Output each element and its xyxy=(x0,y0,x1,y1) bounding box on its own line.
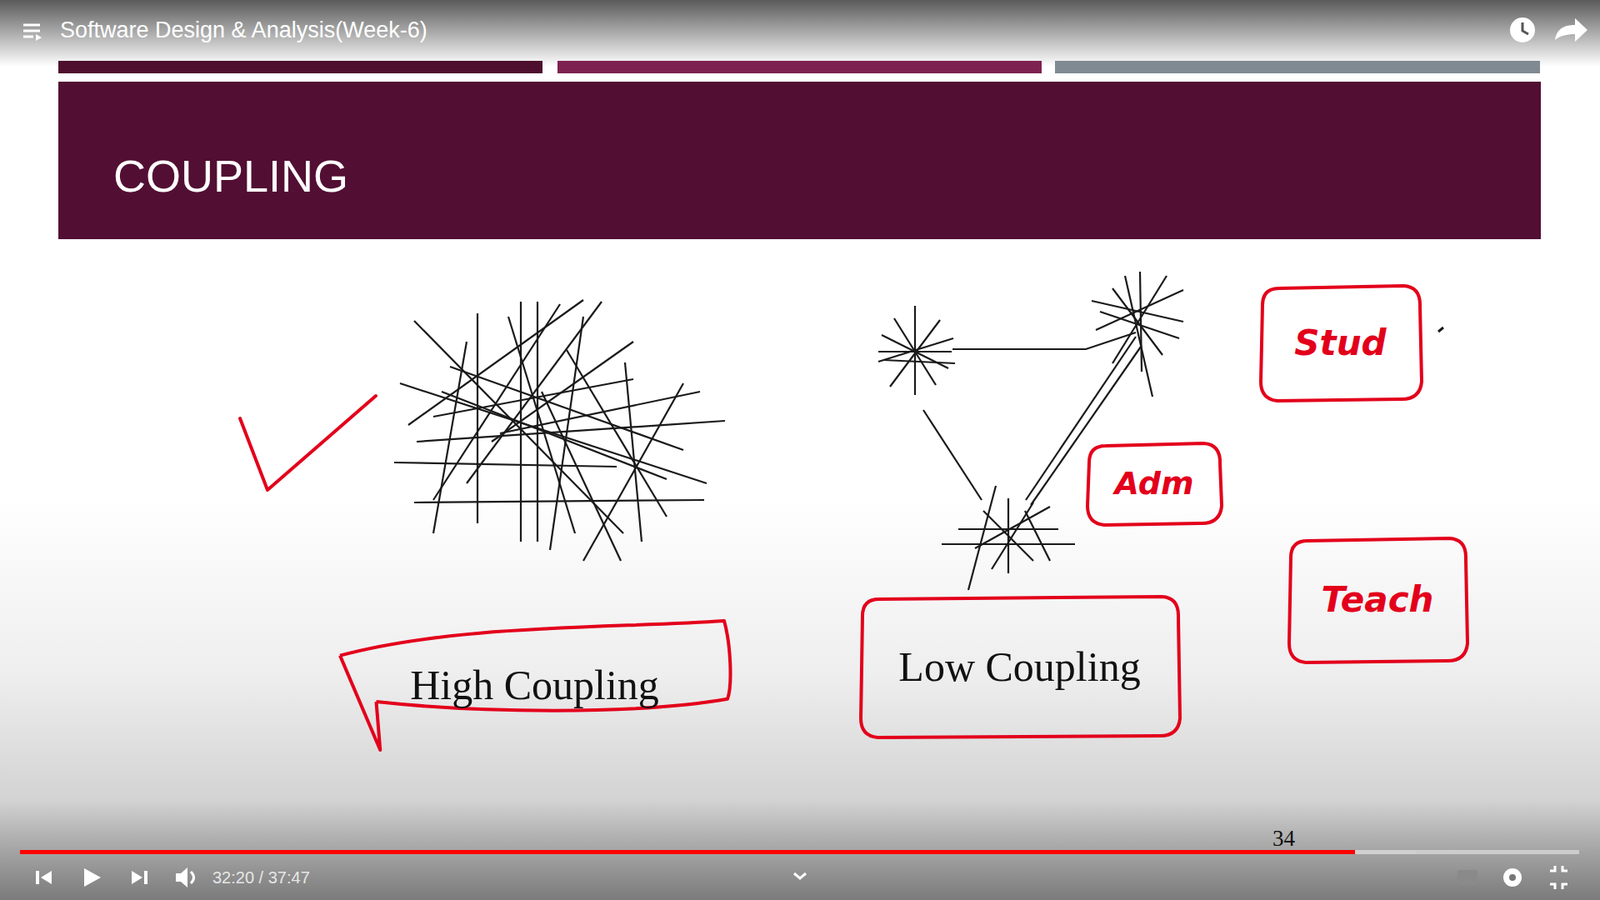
play-icon xyxy=(84,868,101,887)
text-stack: Stud xyxy=(1294,323,1386,364)
outline-path xyxy=(1260,285,1422,401)
node-text: High Coupling xyxy=(410,661,660,710)
expand-icon xyxy=(794,873,806,879)
outline-path xyxy=(340,620,730,750)
next-icon xyxy=(144,870,148,885)
node-text: Stud xyxy=(1294,323,1386,364)
node-text: Teach xyxy=(1321,580,1435,620)
text-stack: Low Coupling xyxy=(898,643,1140,692)
playlist-icon xyxy=(23,25,42,41)
volume-icon xyxy=(190,871,195,884)
time-display: 32:20 / 37:47 xyxy=(212,867,310,888)
check-mark xyxy=(240,395,376,490)
student-box: Stud xyxy=(1257,283,1424,404)
teacher-box: Teach xyxy=(1285,535,1470,665)
cc-icon xyxy=(1457,870,1478,885)
low-coupling-label: Low Coupling xyxy=(857,594,1182,740)
share-icon xyxy=(1555,18,1588,42)
settings-icon xyxy=(1509,874,1516,881)
text-stack: Teach xyxy=(1321,580,1435,620)
text-stack: Adm xyxy=(1114,465,1194,503)
stripe xyxy=(58,60,543,74)
exit-fullscreen-icon xyxy=(1550,865,1568,890)
high-coupling-label: High Coupling xyxy=(336,617,733,754)
node-text: Adm xyxy=(1114,465,1194,503)
low-coupling-clusters xyxy=(878,271,1184,590)
admin-box: Adm xyxy=(1084,440,1224,528)
slide-number: 34 xyxy=(1272,825,1295,852)
progress-played xyxy=(20,850,1355,855)
volume-icon xyxy=(175,867,188,888)
node-text: Low Coupling xyxy=(898,643,1140,692)
video-title: Software Design & Analysis(Week-6) xyxy=(60,16,428,44)
outline-path xyxy=(1289,538,1468,663)
watch-later-icon xyxy=(1510,17,1535,43)
settings-icon xyxy=(1503,868,1522,887)
prev-icon xyxy=(40,870,52,885)
outline-path xyxy=(860,596,1180,738)
text-stack: High Coupling xyxy=(410,661,660,710)
slide-title: COUPLING xyxy=(113,153,349,199)
outline-path xyxy=(1087,443,1222,525)
prev-icon xyxy=(35,870,40,885)
stripe xyxy=(1055,60,1540,74)
high-coupling-tangle xyxy=(394,300,725,561)
pen-dot xyxy=(1438,327,1444,332)
stripe xyxy=(557,60,1042,74)
next-icon xyxy=(131,870,143,885)
